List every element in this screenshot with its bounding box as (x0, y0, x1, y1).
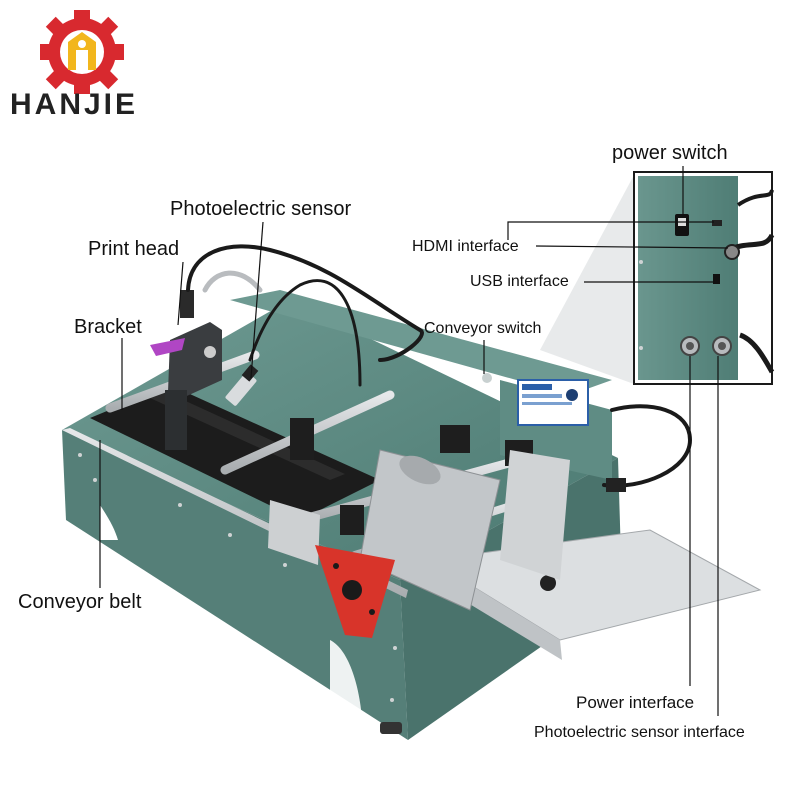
label-usb-interface: USB interface (470, 273, 569, 290)
photoelectric-sensor (225, 364, 259, 406)
red-bracket (315, 545, 395, 638)
hdmi-port-icon (712, 220, 722, 226)
feeder-mechanism (268, 449, 570, 611)
label-conveyor-switch: Conveyor switch (424, 320, 542, 337)
back-panel-inset (540, 171, 775, 385)
label-bracket: Bracket (74, 316, 142, 338)
side-screws (78, 453, 397, 702)
label-power-switch: power switch (612, 142, 728, 164)
label-conveyor-belt: Conveyor belt (18, 591, 142, 613)
label-power-interface: Power interface (576, 693, 695, 712)
usb-port-icon (713, 274, 720, 284)
label-print-head: Print head (88, 238, 180, 260)
brand-logo-icon (40, 10, 124, 94)
leader-lines (99, 166, 729, 716)
brand-name: HANJIE (10, 88, 139, 121)
label-photoelectric-sensor: Photoelectric sensor (170, 198, 352, 220)
label-hdmi-interface: HDMI interface (412, 238, 519, 255)
label-photoelectric-sensor-interface: Photoelectric sensor interface (534, 724, 745, 741)
print-head (150, 290, 222, 450)
